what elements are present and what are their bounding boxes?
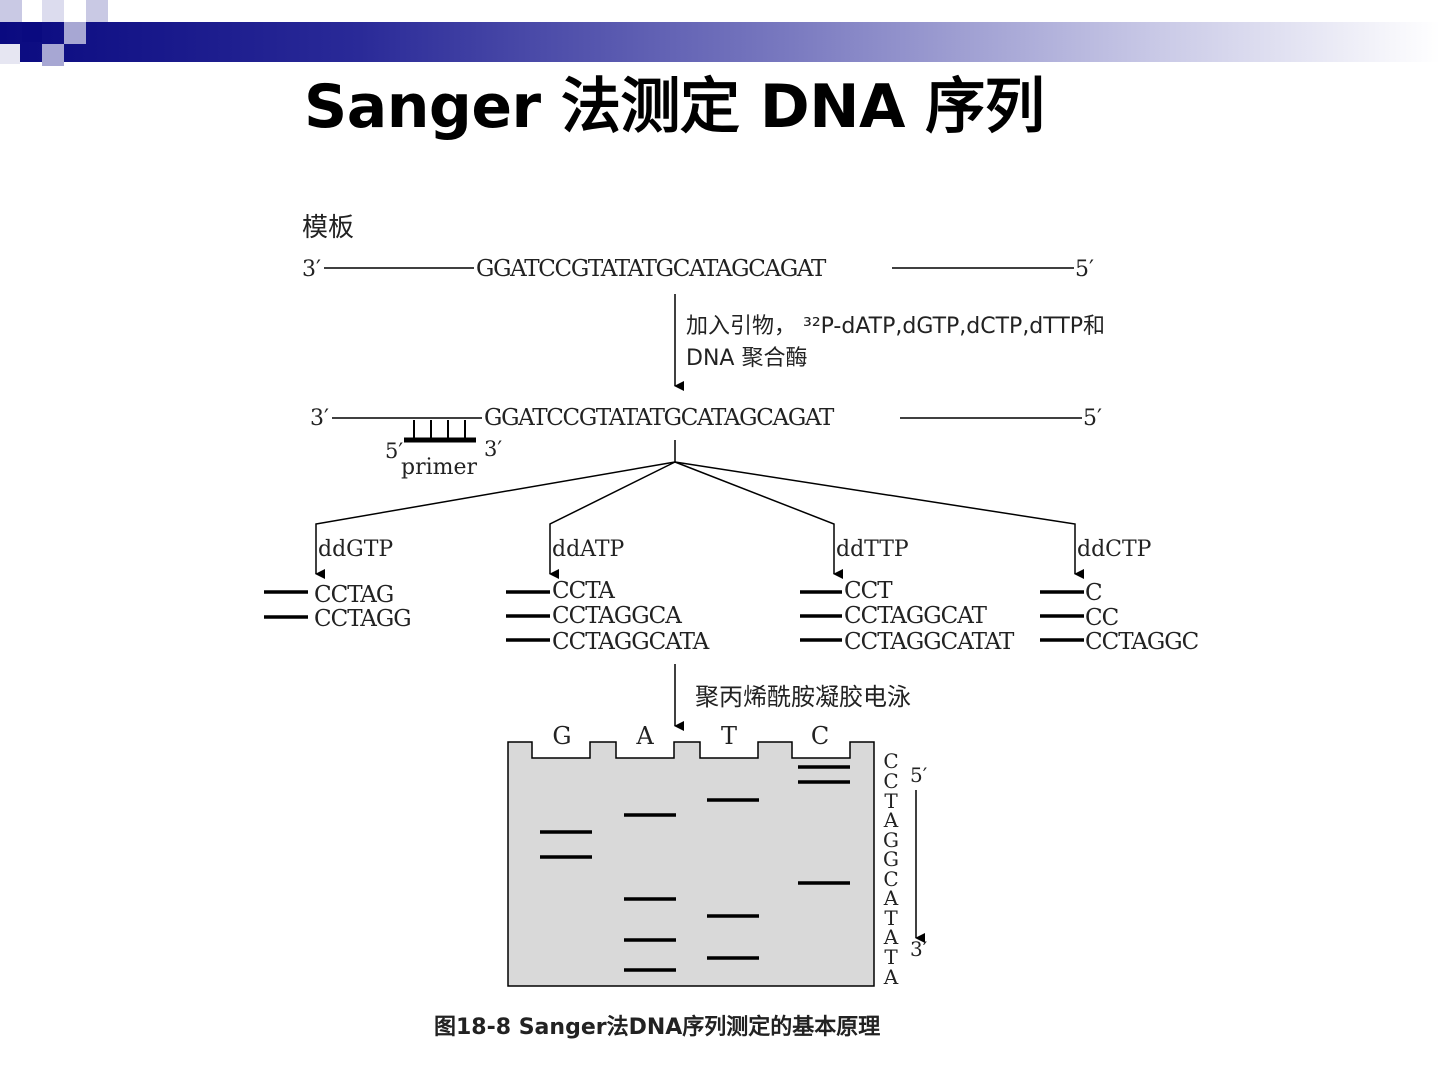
fragment: CCTAGGCATA (552, 629, 710, 655)
read-base: C (883, 867, 898, 891)
annealed-5prime: 5′ (1083, 406, 1102, 431)
annealed-sequence: GGATCCGTATATGCATAGCAGAT (484, 405, 835, 431)
fragment: CCTAGGCATAT (844, 629, 1015, 655)
slide-title: Sanger 法测定 DNA 序列 (304, 72, 1045, 142)
read-base: A (883, 808, 899, 832)
reaction-label-ddctp: ddCTP (1077, 537, 1152, 562)
template-label: 模板 (302, 213, 354, 243)
read-base: C (883, 749, 898, 773)
fragment-group-ddttp (800, 590, 842, 642)
read-base: G (883, 828, 899, 852)
template-3prime: 3′ (302, 257, 321, 282)
deco-square (42, 44, 64, 66)
step1-line1: 加入引物， ³²P-dATP,dGTP,dCTP,dTTP和 (686, 314, 1105, 339)
reaction-label-ddttp: ddTTP (836, 537, 909, 562)
read-base: T (884, 906, 898, 930)
gel-lane-label-a: A (635, 722, 654, 750)
fragment: CCT (844, 578, 893, 604)
branch-lines (315, 440, 1084, 579)
gel-slab (507, 741, 875, 987)
header-gradient-bar (0, 22, 1440, 62)
reaction-label-ddatp: ddATP (552, 537, 625, 562)
deco-square (0, 44, 20, 64)
fragment: CCTAGGC (1085, 629, 1199, 655)
primer-duplex (404, 420, 476, 443)
read-base: C (883, 769, 898, 793)
fragment-group-ddctp (1040, 590, 1084, 642)
figure-caption: 图18-8 Sanger法DNA序列测定的基本原理 (434, 1014, 880, 1040)
template-sequence: GGATCCGTATATGCATAGCAGAT (476, 256, 827, 282)
fragment-group-ddatp (506, 590, 550, 642)
read-base: A (883, 965, 899, 989)
read-base: A (883, 925, 899, 949)
fragment: C (1085, 580, 1102, 606)
annealed-3prime: 3′ (310, 406, 329, 431)
primer-label: primer (401, 455, 478, 480)
read-base: G (883, 847, 899, 871)
gel-lane-label-c: C (811, 722, 829, 750)
fragment: CCTAGGCA (552, 603, 682, 629)
read-sequence: C C T A G G C A T A T A (883, 749, 899, 989)
primer-3prime: 3′ (484, 437, 502, 461)
read-base: T (884, 945, 898, 969)
reaction-label-ddgtp: ddGTP (318, 537, 393, 562)
fragment: CCTAG (314, 582, 393, 608)
read-direction-5prime: 5′ (910, 763, 928, 787)
read-base: A (883, 886, 899, 910)
fragment: CC (1085, 605, 1119, 631)
step2-label: 聚丙烯酰胺凝胶电泳 (695, 683, 911, 711)
fragment: CCTA (552, 578, 615, 604)
fragment: CCTAGGCAT (844, 603, 988, 629)
deco-square (42, 0, 64, 22)
step1-line2: DNA 聚合酶 (686, 346, 807, 371)
primer-5prime: 5′ (385, 439, 403, 463)
fragment: CCTAGG (314, 606, 411, 632)
gel-lane-label-g: G (552, 722, 571, 750)
gel-lane-label-t: T (721, 722, 737, 750)
gel-bands (540, 765, 850, 972)
deco-square (0, 0, 22, 22)
fragment-group-ddgtp (264, 590, 308, 619)
read-base: T (884, 789, 898, 813)
deco-square (22, 22, 42, 42)
deco-square (86, 0, 108, 22)
template-5prime: 5′ (1075, 257, 1094, 282)
read-direction-3prime: 3′ (910, 937, 928, 961)
deco-square (64, 22, 86, 44)
